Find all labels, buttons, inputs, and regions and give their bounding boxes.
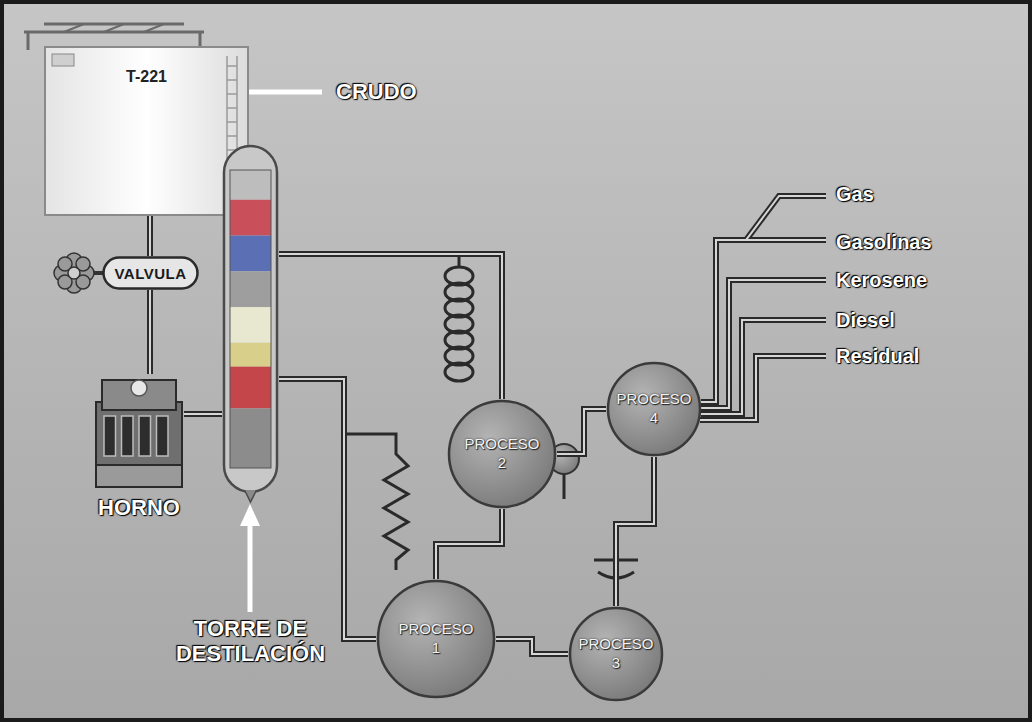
pipe-connector (150, 290, 151, 374)
product-label: Kerosene (836, 269, 927, 292)
pipe-connector (436, 509, 502, 579)
pipe-connector (496, 639, 568, 654)
process-vessel: PROCESO2 (447, 399, 557, 509)
node-text: 2 (498, 454, 506, 473)
node-text: T-221 (44, 68, 249, 86)
tower-arrow (240, 504, 260, 612)
pipe-connector (557, 409, 606, 454)
process-vessel: PROCESO4 (606, 361, 702, 457)
zigzag-pipe (344, 434, 408, 570)
node-text: PROCESO (616, 390, 691, 409)
node-text: 1 (432, 639, 440, 658)
node-text: 4 (650, 409, 658, 428)
product-label: Gas (836, 183, 874, 206)
pipe-connector (150, 216, 151, 256)
node-text: PROCESO (464, 435, 539, 454)
diagram-stage: T-221VALVULA HORNO TORRE DE DESTILACIÓN PRO… (4, 4, 1032, 722)
node-text: PROCESO (398, 620, 473, 639)
pipe-connector (616, 457, 654, 606)
feed-label: CRUDO (336, 79, 417, 105)
output-pipes (700, 196, 826, 420)
storage-tank: T-221 (44, 46, 249, 216)
valve-symbol (54, 253, 104, 293)
process-vessel: PROCESO1 (376, 579, 496, 699)
heat-exchanger-coil (445, 254, 473, 381)
product-label: Residual (836, 345, 919, 368)
valve-label: VALVULA (102, 256, 199, 290)
product-label: Gasolinas (836, 231, 932, 254)
product-label: Diesel (836, 309, 895, 332)
node-text: HORNO (98, 495, 180, 521)
node-text: PROCESO (578, 635, 653, 654)
pipe-connector (184, 414, 222, 415)
pipe-connector (279, 379, 376, 639)
tower-outline (222, 144, 279, 494)
distillation-tower: TORRE DE DESTILACIÓN (222, 144, 279, 494)
horno-outline (94, 374, 184, 489)
node-text: TORRE DE DESTILACIÓN (151, 616, 351, 667)
node-text: 3 (612, 654, 620, 673)
process-vessel: PROCESO3 (568, 606, 664, 702)
furnace: HORNO (94, 374, 184, 489)
node-text: VALVULA (114, 265, 186, 282)
